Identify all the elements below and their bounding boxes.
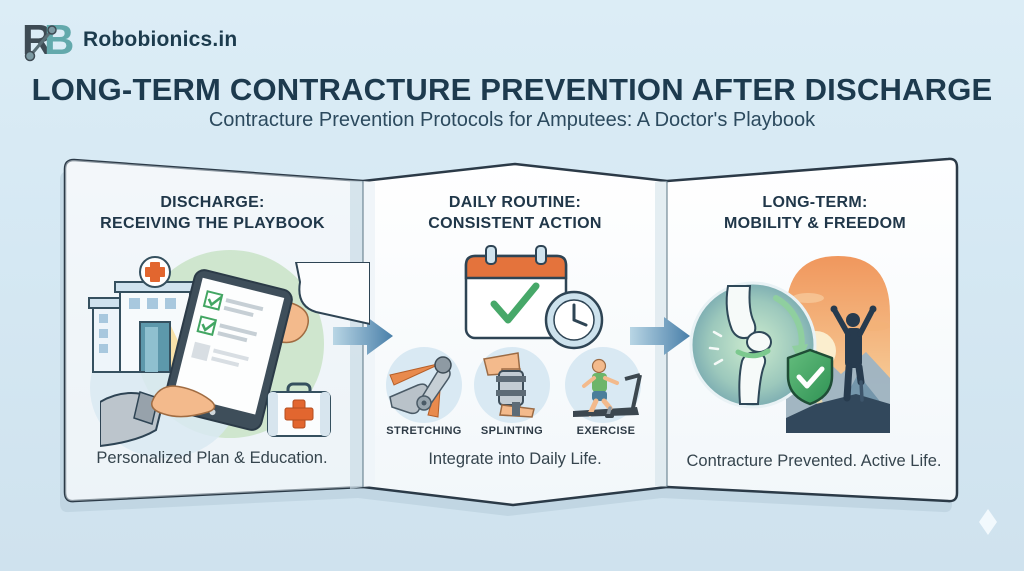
right-arrow-icon <box>333 317 393 355</box>
sparkle-icon <box>979 509 997 535</box>
calendar-check-icon <box>464 245 604 350</box>
panel1-heading: DISCHARGE: RECEIVING THE PLAYBOOK <box>100 194 325 232</box>
page-subtitle: Contracture Prevention Protocols for Amp… <box>208 109 816 131</box>
exercise-icon <box>565 347 642 423</box>
activity-label-splinting: SPLINTING <box>480 425 544 437</box>
svg-text:B: B <box>44 16 74 63</box>
clock-icon <box>544 290 604 350</box>
panel1-caption: Personalized Plan & Education. <box>96 449 328 467</box>
knee-joint-icon <box>689 281 817 409</box>
activity-label-exercise: EXERCISE <box>576 425 636 437</box>
tablet-handoff-icon <box>100 262 370 448</box>
shield-check-icon <box>786 348 834 406</box>
first-aid-kit-icon <box>267 382 331 437</box>
brand-name: Robobionics.in <box>83 28 238 51</box>
splinting-icon <box>474 347 550 423</box>
page-title: LONG-TERM CONTRACTURE PREVENTION AFTER D… <box>31 72 993 107</box>
stretching-icon <box>386 347 462 423</box>
panel2-heading: DAILY ROUTINE: CONSISTENT ACTION <box>428 194 602 232</box>
robobionics-logo-icon: R B <box>22 16 74 63</box>
right-arrow-icon <box>630 317 690 355</box>
panel3-heading: LONG-TERM: MOBILITY & FREEDOM <box>724 194 906 232</box>
brand-logo: R B Robobionics.in <box>22 16 237 64</box>
panel2-caption: Integrate into Daily Life. <box>428 450 602 468</box>
panel3-caption: Contracture Prevented. Active Life. <box>686 452 942 470</box>
activity-label-stretching: STRETCHING <box>386 425 462 437</box>
sunrise-hiker-icon <box>786 256 890 433</box>
